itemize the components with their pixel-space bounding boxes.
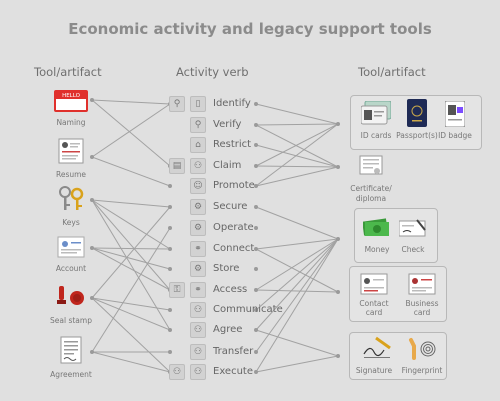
execute-left-icon: ⚇	[169, 364, 185, 380]
fingerprint-icon	[409, 338, 436, 360]
label-id-cards: ID cards	[360, 131, 392, 140]
signature-icon	[363, 336, 391, 358]
account-card-icon	[57, 236, 85, 258]
verb-verify: Verify	[213, 119, 242, 130]
communicate-icon: ⚇	[190, 302, 206, 318]
group-personal-marks: Signature Fingerprint	[349, 332, 447, 380]
access-left-icon: ⚿	[169, 282, 185, 298]
identify-left-icon: ⚲	[169, 96, 185, 112]
verb-operate: Operate	[213, 222, 254, 233]
connect-icon: ⚭	[190, 241, 206, 257]
label-contact-card-line2: card	[365, 308, 383, 317]
operate-icon: ⚙	[190, 220, 206, 236]
resume-icon	[58, 138, 84, 164]
right-links	[255, 103, 339, 373]
verb-identify: Identify	[213, 98, 251, 109]
right-column-header: Tool/artifact	[358, 65, 426, 79]
check-icon	[399, 219, 426, 237]
label-business-card-line2: card	[413, 308, 431, 317]
tool-label-agreement: Agreement	[50, 370, 92, 379]
verb-connect: Connect	[213, 243, 255, 254]
group-identity-documents: ID cards Passport(s) ID badge	[350, 95, 482, 150]
middle-column-header: Activity verb	[176, 65, 249, 79]
seal-stamp-icon	[57, 286, 84, 305]
verb-agree: Agree	[213, 324, 243, 335]
tool-label-seal-stamp: Seal stamp	[50, 316, 92, 325]
agree-icon: ⚇	[190, 322, 206, 338]
tool-keys: Keys	[36, 186, 106, 227]
tool-account: Account	[36, 236, 106, 273]
tool-naming: HELLO Naming	[36, 90, 106, 127]
verb-store: Store	[213, 263, 240, 274]
tool-seal-stamp: Seal stamp	[36, 284, 106, 325]
verb-secure: Secure	[213, 201, 248, 212]
label-passports: Passport(s)	[396, 131, 438, 140]
group-payment: Money Check	[354, 208, 438, 263]
identify-icon: ▯	[190, 96, 206, 112]
label-signature: Signature	[355, 366, 393, 375]
verb-execute: Execute	[213, 366, 253, 377]
verify-icon: ⚲	[190, 117, 206, 133]
verb-promote: Promote	[213, 180, 255, 191]
tool-label-account: Account	[55, 264, 87, 273]
label-fingerprint: Fingerprint	[401, 366, 443, 375]
left-links	[91, 99, 171, 373]
certificate-icon	[359, 155, 383, 175]
passport-icon	[407, 99, 427, 127]
label-money: Money	[364, 245, 390, 254]
verb-transfer: Transfer	[213, 346, 254, 357]
tool-resume: Resume	[36, 138, 106, 179]
verb-communicate: Communicate	[213, 304, 283, 315]
id-badge-icon	[445, 101, 465, 127]
label-check: Check	[401, 245, 425, 254]
diagram-title: Economic activity and legacy support too…	[68, 20, 432, 38]
claim-icon: ⚇	[190, 158, 206, 174]
agreement-document-icon	[60, 336, 82, 364]
label-certificate-line2: diploma	[355, 194, 387, 203]
access-icon: ⚭	[190, 282, 206, 298]
label-id-badge: ID badge	[438, 131, 472, 140]
transfer-icon: ⚇	[190, 344, 206, 360]
claim-left-icon: ▤	[169, 158, 185, 174]
tool-label-keys: Keys	[62, 218, 80, 227]
name-tag-icon: HELLO	[54, 90, 88, 112]
keys-icon	[59, 186, 84, 210]
id-cards-icon	[361, 101, 391, 125]
group-cards: Contact card Business card	[349, 266, 447, 322]
secure-icon: ⚙	[190, 199, 206, 215]
store-icon: ⚙	[190, 261, 206, 277]
tool-label-resume: Resume	[55, 170, 87, 179]
label-contact-card-line1: Contact	[359, 299, 389, 308]
hello-tag-text: HELLO	[62, 93, 81, 99]
money-icon	[363, 218, 389, 236]
label-business-card-line1: Business	[405, 299, 439, 308]
connector-dots	[90, 98, 340, 374]
restrict-icon: ⌂	[190, 137, 206, 153]
label-certificate-line1: Certificate/	[350, 184, 392, 193]
left-column-header: Tool/artifact	[34, 65, 102, 79]
promote-icon: ☺	[190, 178, 206, 194]
contact-card-icon	[360, 273, 388, 295]
verb-access: Access	[213, 284, 248, 295]
verb-restrict: Restrict	[213, 139, 252, 150]
tool-agreement: Agreement	[36, 336, 106, 379]
execute-icon: ⚇	[190, 364, 206, 380]
tool-label-naming: Naming	[56, 118, 86, 127]
verb-claim: Claim	[213, 160, 242, 171]
business-card-icon	[408, 273, 436, 295]
